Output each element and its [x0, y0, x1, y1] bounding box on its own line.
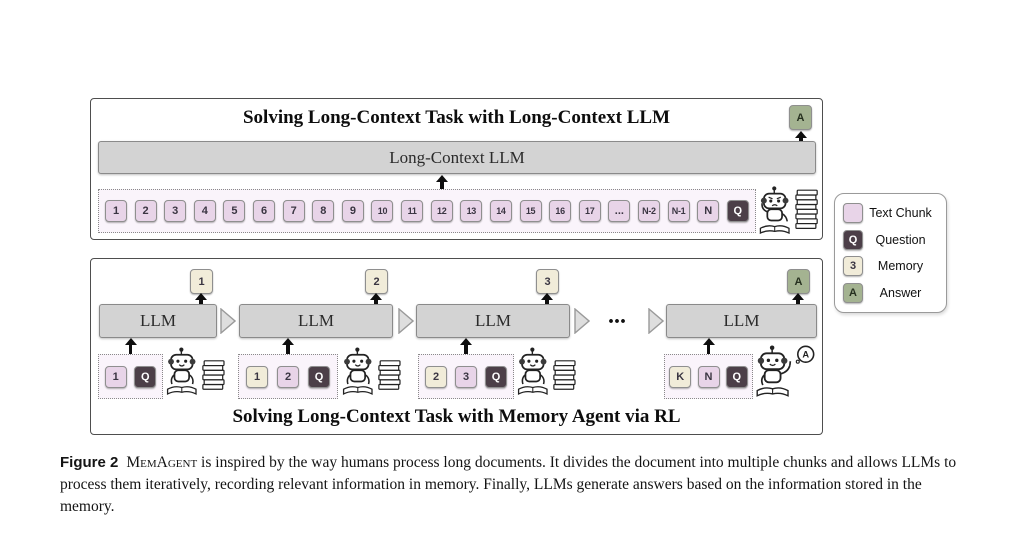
question-box: Q	[485, 365, 507, 388]
up-arrow-icon	[195, 293, 207, 304]
chunk-box: N	[697, 200, 720, 222]
up-arrow-icon	[460, 338, 472, 354]
chunk-box: 13	[460, 200, 483, 222]
bottom-panel-title: Solving Long-Context Task with Memory Ag…	[232, 406, 681, 427]
flow-triangle-icon	[574, 307, 591, 335]
legend-item: A Answer	[843, 282, 938, 303]
top-panel-title: Solving Long-Context Task with Long-Cont…	[242, 107, 671, 128]
up-arrow-icon	[282, 338, 294, 354]
svg-text:A: A	[802, 350, 809, 360]
memory-box: K	[669, 365, 692, 388]
question-box: Q	[843, 229, 863, 250]
up-arrow-icon	[703, 338, 715, 354]
question-box: Q	[725, 365, 748, 388]
answer-box: A	[843, 282, 863, 303]
chunk-box: 7	[282, 200, 305, 222]
chunk-box: 17	[578, 200, 601, 222]
question-box: Q	[134, 365, 157, 388]
up-arrow-icon	[541, 293, 553, 304]
chunk-box: 15	[519, 200, 542, 222]
robot-writing-icon	[165, 344, 227, 400]
chunk-box: 4	[193, 200, 216, 222]
chunk-box: 1	[104, 365, 127, 388]
up-arrow-icon	[436, 175, 448, 189]
legend-label: Answer	[879, 285, 922, 300]
chunk-box: ...	[608, 200, 631, 222]
llm-bar: LLM	[239, 304, 393, 338]
memory-box: 3	[843, 256, 863, 277]
chunk-box: 1	[105, 200, 127, 222]
memory-box: 2	[425, 365, 447, 388]
robot-writing-icon	[341, 344, 403, 400]
robot-worried-icon	[757, 185, 821, 237]
chunk-box: 8	[312, 200, 335, 222]
chunk-box: N	[697, 365, 720, 388]
chunk-box: 9	[341, 200, 364, 222]
chunk-box: 11	[401, 200, 424, 222]
question-box: Q	[308, 365, 330, 388]
llm-bar: LLM	[416, 304, 570, 338]
answer-box: A	[789, 105, 812, 130]
robot-writing-icon	[516, 344, 578, 400]
memory-box: 3	[536, 269, 559, 294]
flow-ellipsis: ...	[608, 303, 626, 329]
chunk-box: 5	[223, 200, 246, 222]
legend-label: Question	[875, 232, 926, 247]
chunk-box: 10	[371, 200, 394, 222]
chunk-box: 3	[455, 365, 477, 388]
legend-label: Text Chunk	[869, 206, 932, 220]
legend-item: Text Chunk	[843, 203, 938, 223]
llm-bar: LLM	[666, 304, 817, 338]
chunk-box: N-2	[637, 200, 660, 222]
chunk-box: 2	[134, 200, 157, 222]
figure-caption: Figure 2 MemAgent is inspired by the way …	[60, 452, 968, 518]
memory-box: 1	[246, 365, 268, 388]
chunk-box: 2	[277, 365, 299, 388]
chunk-box: 14	[489, 200, 512, 222]
chunk-box	[843, 203, 863, 223]
legend-item: Q Question	[843, 229, 938, 250]
long-context-llm-panel: Solving Long-Context Task with Long-Cont…	[90, 98, 823, 240]
chunk-box: 12	[430, 200, 453, 222]
memory-box: 2	[365, 269, 388, 294]
chunk-box: 16	[549, 200, 572, 222]
flow-triangle-icon	[648, 307, 665, 335]
brand-name: MemAgent	[126, 454, 198, 471]
chunk-box: N-1	[667, 200, 690, 222]
chunk-box: 6	[253, 200, 276, 222]
figure-label: Figure 2	[60, 454, 119, 471]
legend-item: 3 Memory	[843, 256, 938, 277]
up-arrow-icon	[370, 293, 382, 304]
chunk-box: 3	[164, 200, 187, 222]
long-context-llm-bar: Long-Context LLM	[98, 141, 816, 174]
up-arrow-icon	[792, 293, 804, 304]
flow-triangle-icon	[398, 307, 415, 335]
up-arrow-icon	[125, 338, 137, 354]
answer-box: A	[787, 269, 810, 294]
question-box: Q	[726, 200, 749, 222]
robot-answer-icon: A	[754, 344, 822, 400]
memory-box: 1	[190, 269, 213, 294]
up-arrow-icon	[795, 131, 807, 141]
flow-triangle-icon	[220, 307, 237, 335]
llm-bar: LLM	[99, 304, 217, 338]
legend-label: Memory	[877, 259, 924, 274]
caption-text: is inspired by the way humans process lo…	[60, 454, 957, 515]
